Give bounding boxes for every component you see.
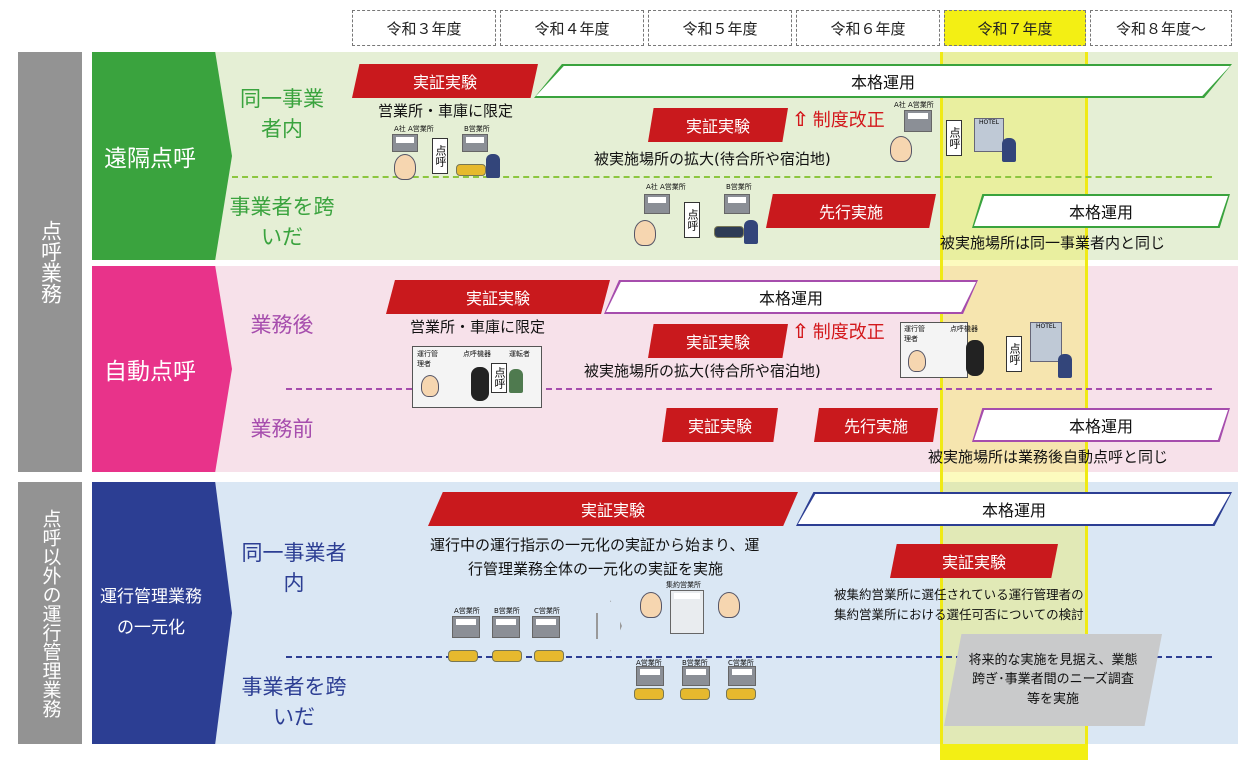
driver-icon (486, 154, 500, 178)
remote-same-full: 本格運用 (534, 64, 1232, 98)
taxi-icon (680, 688, 710, 700)
tenko-box: 点呼 (946, 120, 962, 156)
unify-full: 本格運用 (796, 492, 1232, 526)
year-r4: 令和４年度 (500, 10, 644, 46)
office-building-icon (724, 194, 750, 214)
remote-cross-illustration: A社 A営業所 点呼 B営業所 (630, 182, 760, 254)
taxi-icon (634, 688, 664, 700)
auto-before-full: 本格運用 (972, 408, 1230, 442)
hotel-icon: HOTEL (1030, 322, 1062, 362)
operator-icon (634, 220, 656, 246)
operator-icon (394, 154, 416, 180)
operator-icon (640, 592, 662, 618)
auto-before-label: 業務前 (250, 417, 314, 441)
driver-icon (1058, 354, 1072, 378)
office-building-icon (728, 666, 756, 686)
office-building-icon (644, 194, 670, 214)
auto-before-advance: 先行実施 (814, 408, 938, 442)
remote-same-trial1: 実証実験 (352, 64, 538, 98)
remote-cross-full: 本格運用 (972, 194, 1230, 228)
office-building-icon (452, 616, 480, 638)
operator-icon (421, 375, 439, 397)
auto-after-trial1-note: 営業所・車庫に限定 (410, 318, 546, 336)
unify-trial2-note2: 集約営業所における選任可否についての検討 (834, 607, 1084, 622)
auto-hotel-illustration: 運行管理者 点呼機器 点呼 HOTEL (900, 318, 1076, 382)
unify-trial2: 実証実験 (890, 544, 1058, 578)
side-label-tenko: 点呼業務 (18, 52, 82, 472)
tenko-box: 点呼 (432, 138, 448, 174)
unify-trial1: 実証実験 (428, 492, 798, 526)
auto-after-label: 業務後 (250, 313, 314, 337)
tenko-box: 点呼 (684, 202, 700, 238)
tenko-box: 点呼 (491, 363, 507, 393)
office-building-icon (904, 110, 932, 132)
row-label-auto: 自動点呼 (92, 266, 232, 472)
office-building-icon (532, 616, 560, 638)
unify-trial1-note2: 行管理業務全体の一元化の実証を実施 (468, 560, 724, 578)
remote-hotel-illustration: A社 A営業所 点呼 HOTEL (884, 100, 1024, 172)
remote-same-trial2: 実証実験 (648, 108, 788, 142)
unify-hub-illustration: 集約営業所 A営業所 B営業所 C営業所 (630, 580, 760, 706)
auto-after-trial2: 実証実験 (648, 324, 788, 358)
remote-cross-advance: 先行実施 (766, 194, 936, 228)
up-arrow-icon: ⇧ (792, 107, 809, 131)
year-r8: 令和８年度～ (1090, 10, 1232, 46)
row-label-remote: 遠隔点呼 (92, 52, 232, 260)
unify-trial1-note1: 運行中の運行指示の一元化の実証から始まり、運 (430, 536, 760, 554)
row-label-unify: 運行管理業務の一元化 (92, 482, 232, 744)
unify-future-box: 将来的な実施を見据え、業態跨ぎ･事業者間のニーズ調査等を実施 (944, 634, 1162, 726)
taxi-icon (492, 650, 522, 662)
year-r6: 令和６年度 (796, 10, 940, 46)
auto-before-note: 被実施場所は業務後自動点呼と同じ (928, 448, 1169, 466)
unify-divider (286, 656, 1212, 658)
unify-cross-label: 事業者を跨いだ (241, 675, 347, 730)
year-r7: 令和７年度 (944, 10, 1086, 46)
taxi-icon (726, 688, 756, 700)
hotel-icon: HOTEL (974, 118, 1004, 152)
year-r5: 令和５年度 (648, 10, 792, 46)
office-building-icon (492, 616, 520, 638)
tenko-box: 点呼 (1006, 336, 1022, 372)
up-arrow-icon: ⇧ (792, 319, 809, 343)
robot-icon (966, 340, 984, 376)
auto-after-trial1: 実証実験 (386, 280, 610, 314)
side-label-other: 点呼以外の運行管理業務 (18, 482, 82, 744)
auto-after-trial2-note: 被実施場所の拡大(待合所や宿泊地) (584, 362, 821, 380)
taxi-icon (534, 650, 564, 662)
office-building-icon (462, 134, 488, 152)
robot-icon (471, 367, 489, 401)
auto-divider (286, 388, 1212, 390)
unify-trial2-note1: 被集約営業所に選任されている運行管理者の (834, 587, 1084, 602)
unify-sites-illustration: A営業所 B営業所 C営業所 (446, 606, 576, 676)
taxi-icon (448, 650, 478, 662)
driver-icon (744, 220, 758, 244)
remote-divider (232, 176, 1212, 178)
remote-same-trial1-note: 営業所・車庫に限定 (378, 102, 514, 120)
auto-after-full: 本格運用 (604, 280, 978, 314)
driver-icon (509, 369, 523, 393)
hub-building-icon (670, 590, 704, 634)
auto-room-illustration: 運行管理者 点呼機器 運転者 点呼 (412, 346, 542, 408)
operator-icon (718, 592, 740, 618)
auto-revision: ⇧制度改正 (792, 319, 885, 343)
office-building-icon (392, 134, 418, 152)
car-icon (714, 226, 744, 238)
year-r3: 令和３年度 (352, 10, 496, 46)
year-r7-footer (940, 744, 1088, 760)
remote-same-illustration: A社 A営業所 点呼 B営業所 (386, 124, 506, 184)
operator-icon (908, 350, 926, 372)
taxi-icon (456, 164, 486, 176)
office-building-icon (682, 666, 710, 686)
remote-same-label: 同一事業者内 (240, 87, 324, 142)
auto-before-trial: 実証実験 (662, 408, 778, 442)
driver-icon (1002, 138, 1016, 162)
office-building-icon (636, 666, 664, 686)
remote-revision: ⇧制度改正 (792, 107, 885, 131)
operator-icon (890, 136, 912, 162)
remote-same-trial2-note: 被実施場所の拡大(待合所や宿泊地) (594, 150, 831, 168)
unify-same-label: 同一事業者内 (241, 541, 347, 596)
remote-cross-note: 被実施場所は同一事業者内と同じ (940, 234, 1166, 252)
remote-cross-label: 事業者を跨いだ (229, 195, 335, 250)
